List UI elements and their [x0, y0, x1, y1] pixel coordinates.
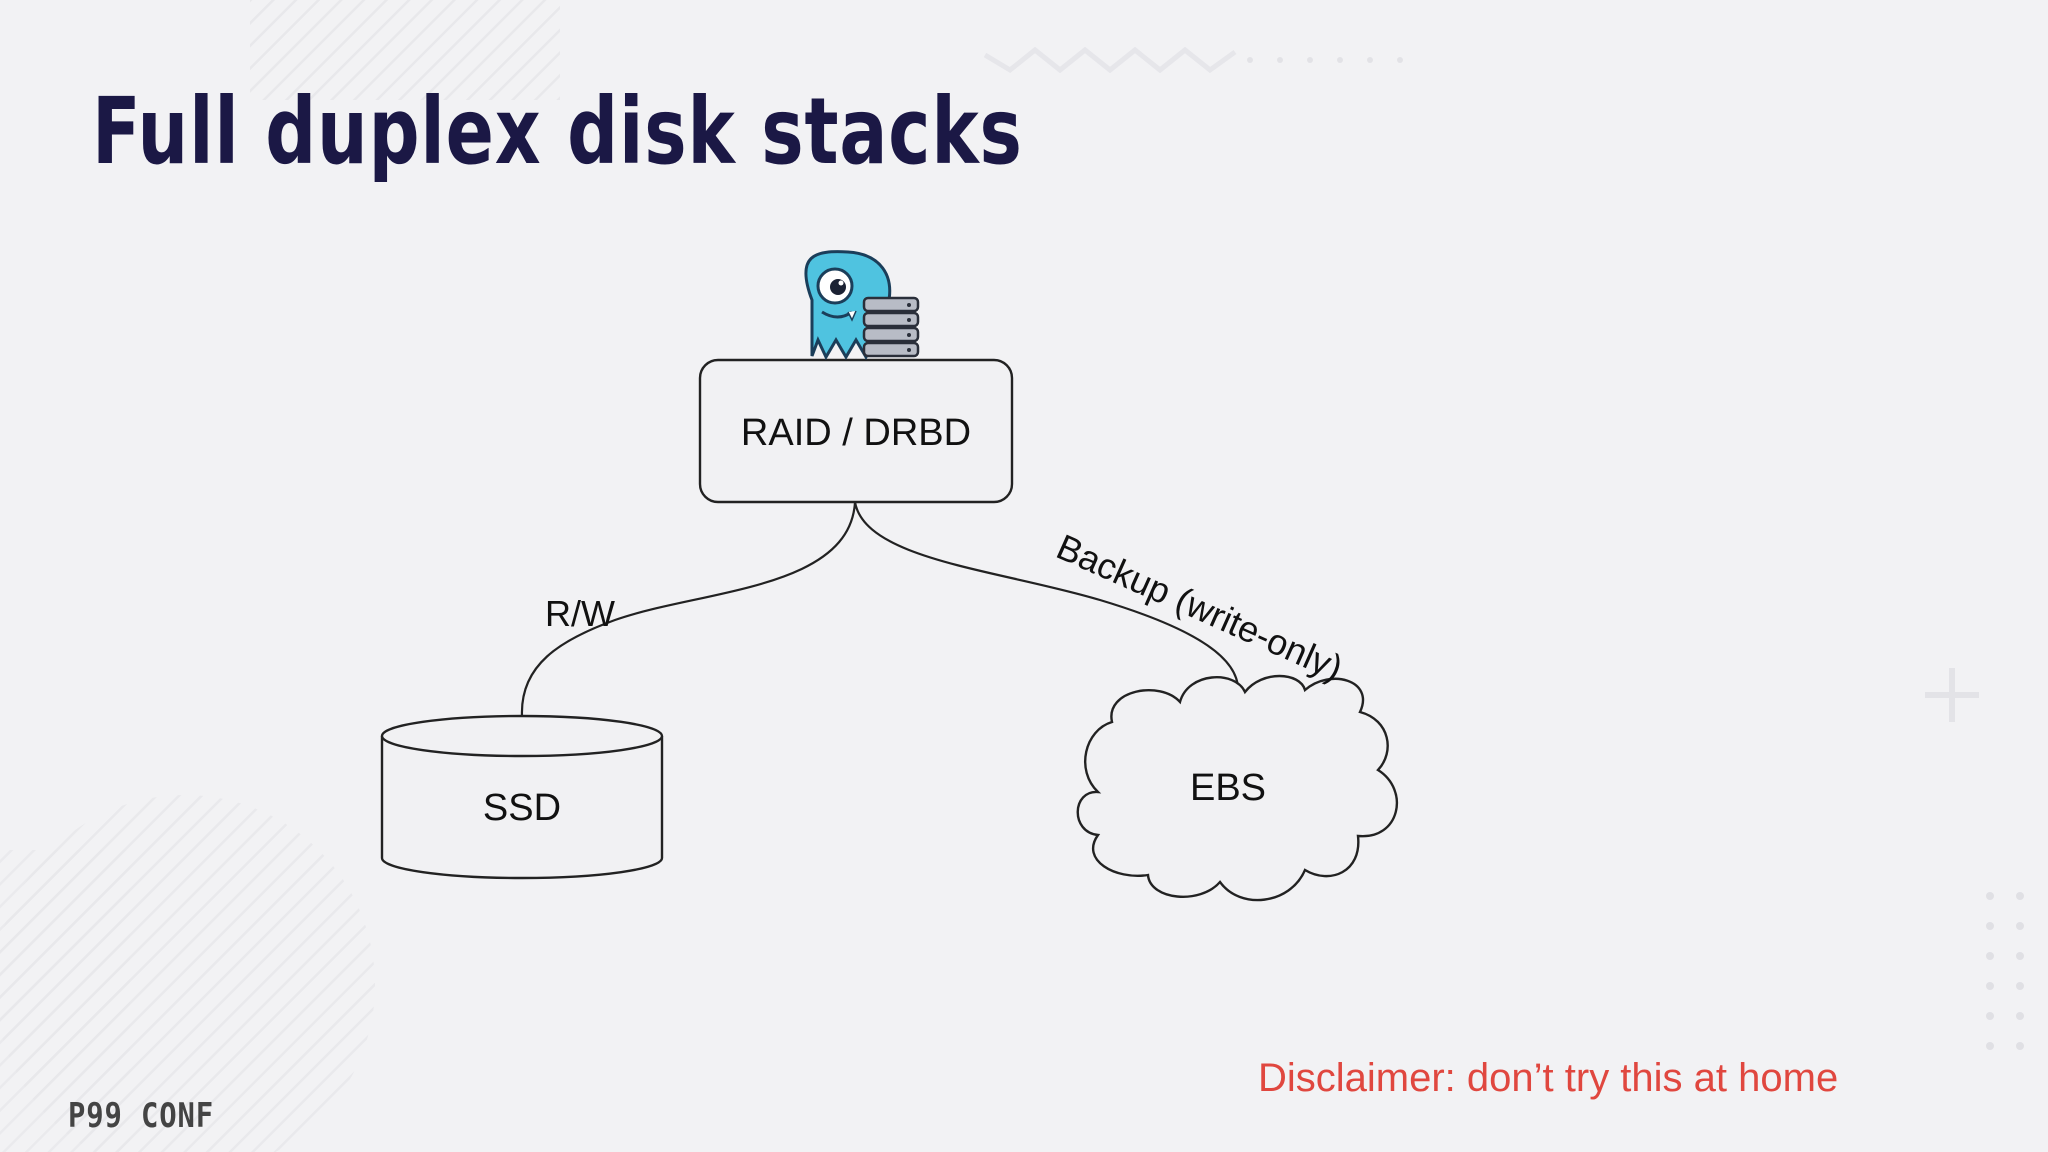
plus-decoration — [1925, 668, 1979, 722]
rw-edge-label: R/W — [545, 593, 615, 634]
backup-edge-label: Backup (write-only) — [1051, 526, 1349, 689]
disclaimer-text: Disclaimer: don’t try this at home — [1258, 1056, 1839, 1100]
server-stack-icon — [862, 296, 920, 358]
raid-drbd-label: RAID / DRBD — [741, 412, 971, 454]
connector-raid-to-ssd — [520, 501, 857, 717]
ebs-node — [1076, 674, 1399, 902]
dot-grid-decoration — [1986, 892, 2024, 1050]
connector-raid-to-ebs — [853, 501, 1240, 693]
ebs-label: EBS — [1190, 767, 1266, 809]
dots-decoration — [1247, 57, 1403, 63]
raid-drbd-node — [698, 358, 1014, 504]
ssd-node — [380, 714, 664, 880]
ssd-label: SSD — [483, 787, 561, 829]
top-hatch-decoration — [250, 0, 560, 100]
bottom-hatch-decoration — [0, 850, 130, 1152]
zigzag-decoration — [983, 46, 1237, 74]
p99-conf-logo: P99 CONF — [68, 1096, 215, 1136]
slide-title: Full duplex disk stacks — [92, 78, 1023, 185]
